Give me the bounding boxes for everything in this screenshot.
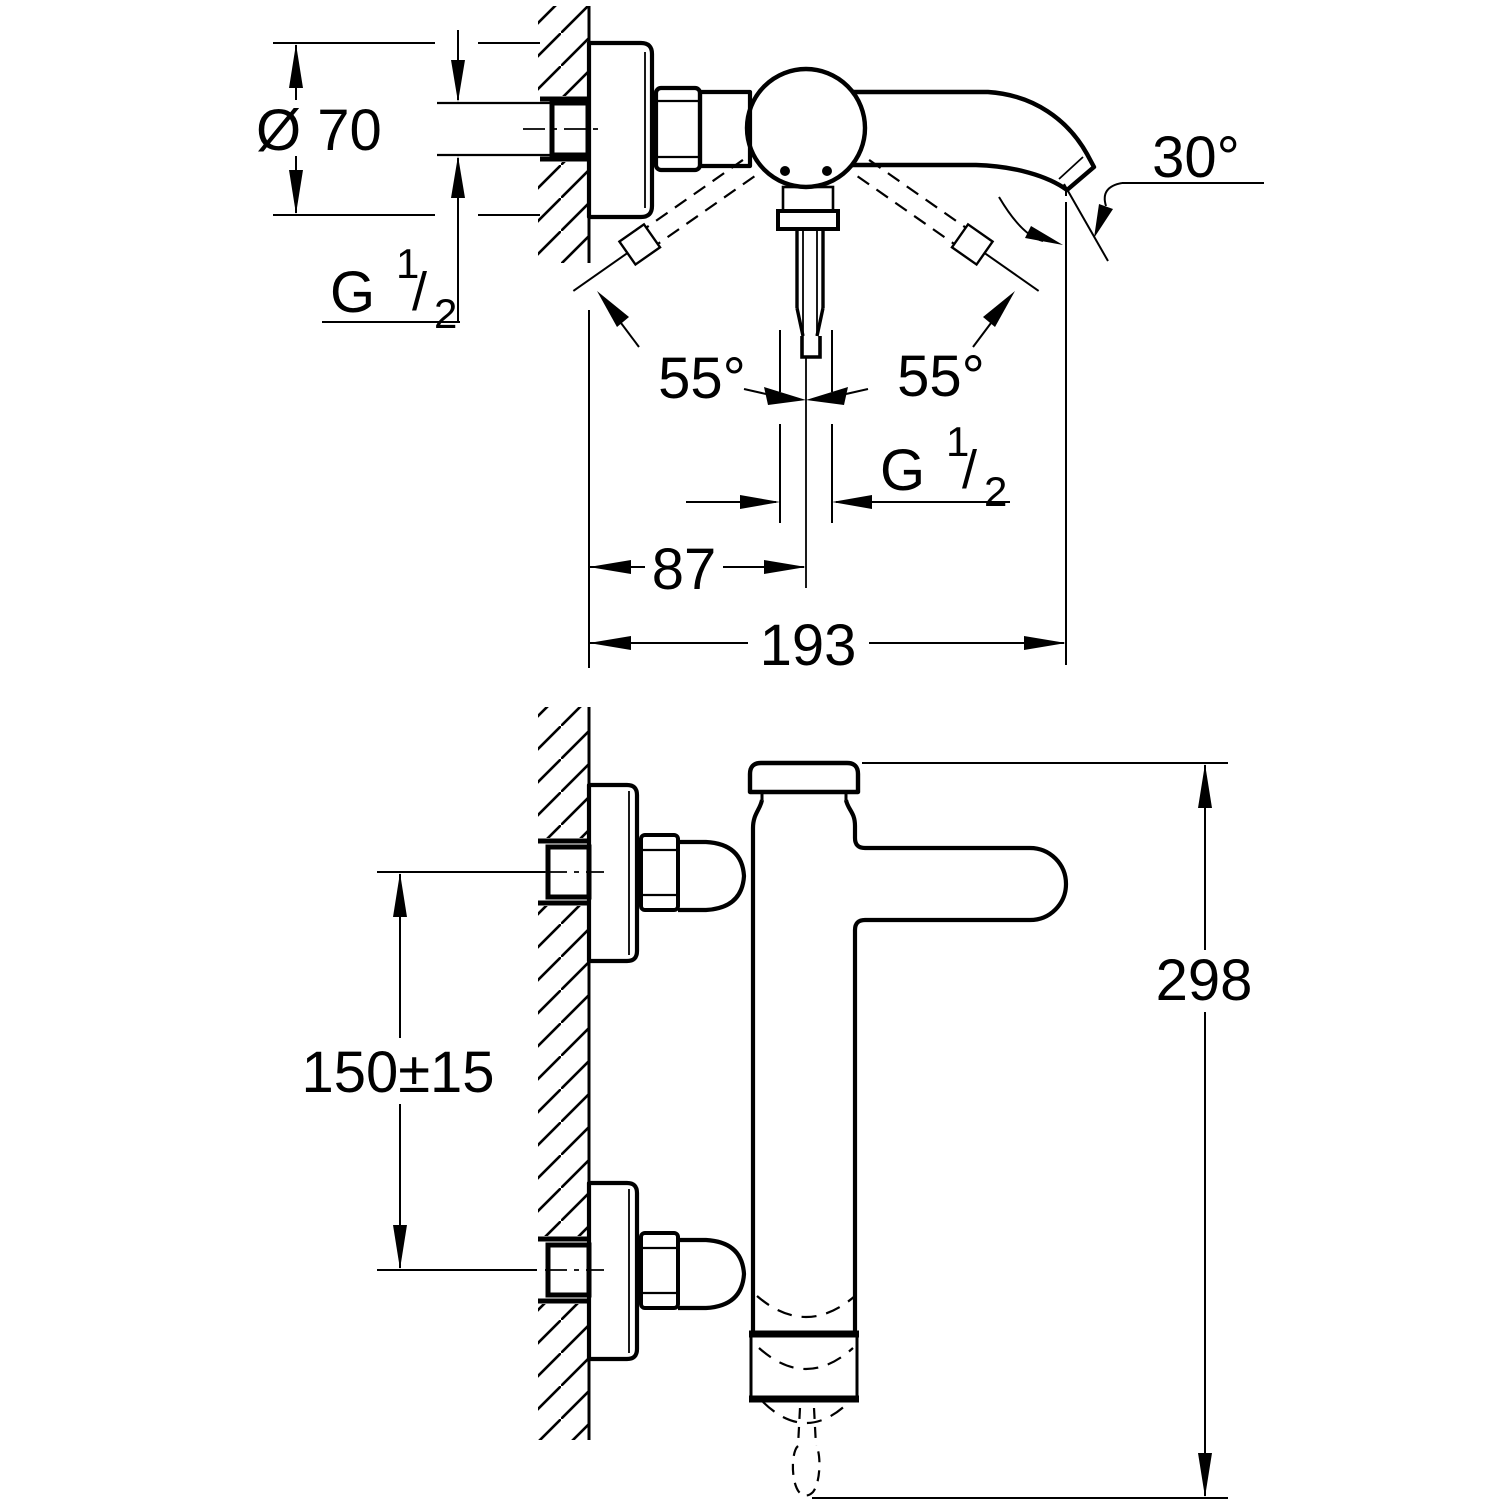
angle-reference-line	[1063, 183, 1109, 262]
arrowhead	[289, 170, 303, 214]
lever-hub	[781, 185, 835, 213]
diverter-knob	[791, 1407, 821, 1497]
arrowhead	[597, 291, 629, 327]
lever-shaft-taper	[795, 307, 805, 337]
arrowhead	[451, 156, 465, 198]
label-dim-87: 87	[652, 537, 717, 602]
wall-hatch	[538, 707, 589, 838]
label-angle-55-right: 55°	[897, 344, 985, 409]
arrowhead	[983, 291, 1015, 327]
wall-hatch	[538, 1304, 589, 1440]
union-connector-bottom	[678, 1237, 747, 1311]
angle-vertex-arrows	[743, 387, 869, 405]
dim-diameter-70: Ø 70	[256, 42, 540, 216]
spout	[851, 89, 1097, 193]
body-connector	[697, 89, 753, 169]
hidden-contour	[756, 1295, 856, 1318]
wall-hatch	[538, 162, 589, 263]
arrowhead	[451, 60, 465, 102]
escutcheon-top	[586, 782, 640, 964]
arrowhead	[1198, 764, 1212, 808]
angle-55-left: 55°	[597, 291, 746, 411]
arrowhead	[832, 495, 872, 509]
label-angle-55-left: 55°	[658, 346, 746, 411]
angle-55-right: 55°	[897, 291, 1015, 409]
outlet-collar	[749, 1330, 859, 1403]
dim-298: 298	[812, 762, 1253, 1499]
top-view: Ø 70 G 1 / 2 55° 55°	[256, 6, 1264, 678]
arrowhead	[1094, 204, 1113, 238]
dashed-lever-right	[856, 159, 1040, 292]
lever-tip	[800, 336, 822, 359]
lever-collar	[776, 209, 840, 231]
label-dim-193: 193	[760, 613, 857, 678]
body-right-edge-and-lever	[843, 799, 1069, 1332]
label-dim-298: 298	[1156, 948, 1253, 1013]
arrowhead	[393, 873, 407, 917]
dome-screw-dot	[780, 166, 790, 176]
hidden-contour	[758, 1347, 854, 1370]
arrowhead	[740, 495, 780, 509]
cartridge-cap	[747, 760, 861, 795]
arrowhead	[806, 387, 848, 405]
arrowhead	[764, 560, 806, 574]
label-diameter-70: Ø 70	[256, 98, 382, 163]
arrowhead	[589, 560, 631, 574]
hidden-contour	[762, 1401, 850, 1424]
spout-mouth-edge	[1058, 156, 1084, 180]
arrowhead	[1025, 226, 1063, 245]
label-thread-top: G 1 / 2	[330, 240, 457, 337]
side-view: 150±15 298	[301, 707, 1253, 1499]
dashed-lever-cap	[950, 222, 995, 267]
cartridge-dome	[744, 66, 868, 190]
wall-hatch	[538, 6, 589, 96]
escutcheon-bottom	[586, 1180, 640, 1362]
dim-87: 87	[589, 537, 806, 602]
lever-shaft-taper	[815, 307, 825, 337]
dashed-lever-left	[572, 159, 756, 292]
dashed-lever-cap	[617, 222, 662, 267]
dome-screw-dot	[822, 166, 832, 176]
union-connector-top	[678, 839, 747, 913]
arrowhead	[589, 636, 631, 650]
label-dim-150: 150±15	[301, 1040, 494, 1105]
arrowhead	[1024, 636, 1066, 650]
label-thread-bottom: G 1 / 2	[880, 418, 1007, 515]
hex-nut-top	[639, 833, 680, 912]
arrowhead	[1198, 1453, 1212, 1497]
leader-curve	[1103, 182, 1123, 207]
arrowhead	[393, 1225, 407, 1269]
dim-thread-bottom: G 1 / 2	[686, 330, 1010, 523]
body-left-edge	[750, 799, 765, 1332]
arrowhead	[764, 387, 806, 405]
escutcheon	[586, 40, 655, 220]
wall-union-fitting-bottom	[538, 1236, 604, 1304]
spout-angle-30: 30°	[998, 125, 1264, 665]
dim-thread-top: G 1 / 2	[322, 30, 465, 337]
wall-hatch	[538, 906, 589, 1236]
arrowhead	[289, 44, 303, 88]
label-angle-30: 30°	[1152, 125, 1240, 190]
dim-150: 150±15	[301, 871, 545, 1271]
wall-union-fitting-top	[538, 838, 604, 906]
dim-193: 193	[589, 613, 1066, 678]
hex-nut-bottom	[639, 1231, 680, 1310]
